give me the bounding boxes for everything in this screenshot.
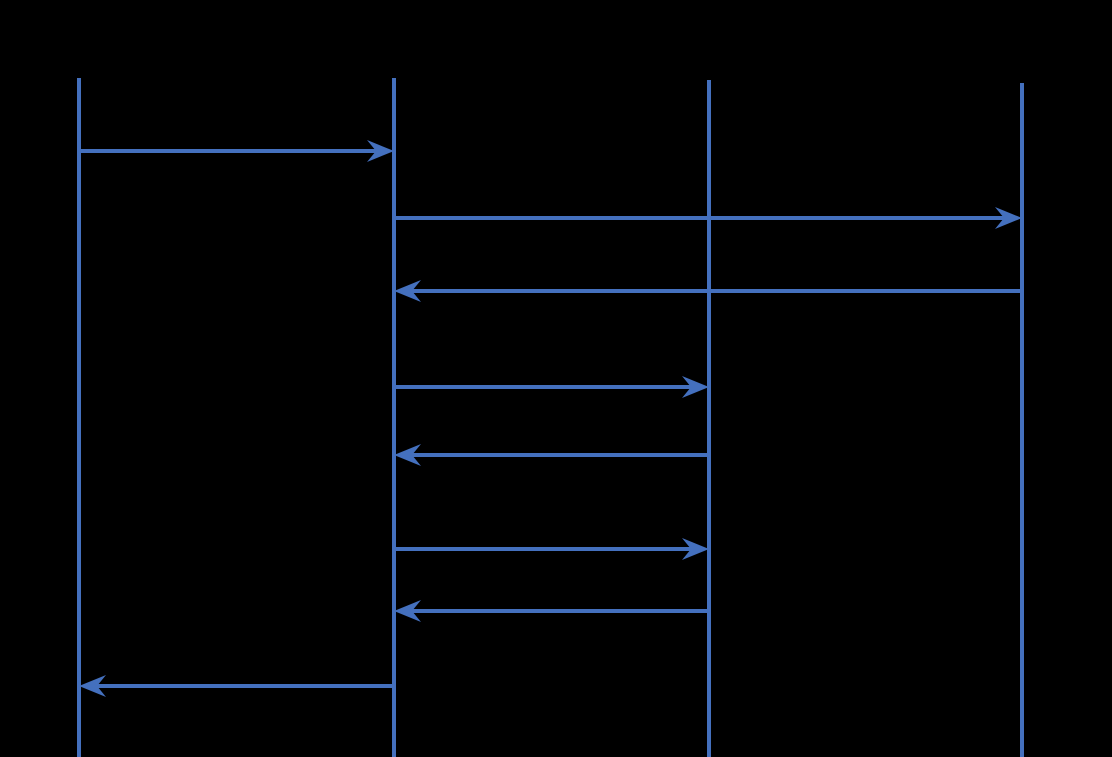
arrowhead-icon xyxy=(995,207,1022,229)
message-2-arrow xyxy=(394,207,1022,229)
message-8-arrow xyxy=(79,675,394,697)
arrowhead-icon xyxy=(682,376,709,398)
arrowhead-icon xyxy=(79,675,106,697)
arrowhead-icon xyxy=(394,444,421,466)
arrowhead-icon xyxy=(367,140,394,162)
arrowhead-icon xyxy=(394,280,421,302)
message-7-arrow xyxy=(394,600,709,622)
message-3-arrow xyxy=(394,280,1022,302)
arrowhead-icon xyxy=(394,600,421,622)
message-6-arrow xyxy=(394,538,709,560)
arrowhead-icon xyxy=(682,538,709,560)
message-5-arrow xyxy=(394,444,709,466)
message-1-arrow xyxy=(79,140,394,162)
message-4-arrow xyxy=(394,376,709,398)
